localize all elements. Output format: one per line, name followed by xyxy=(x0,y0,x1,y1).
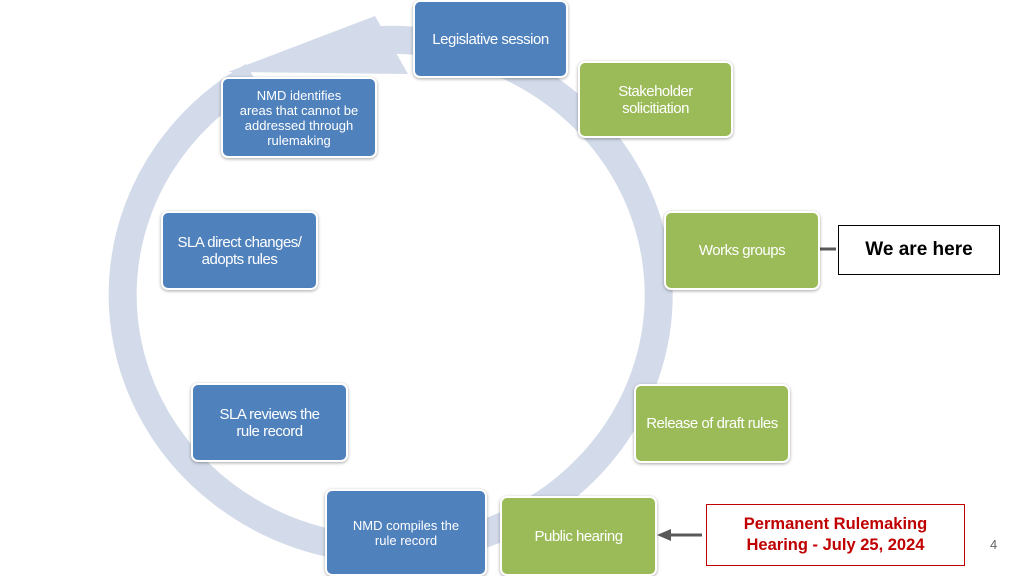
step-label: Legislative session xyxy=(432,30,549,48)
step-sla-reviews-record: SLA reviews the rule record xyxy=(191,383,348,462)
step-sla-adopts-rules: SLA direct changes/ adopts rules xyxy=(161,211,318,290)
cycle-arrowhead xyxy=(228,16,408,74)
hearing-callout-line1: Permanent Rulemaking xyxy=(743,515,928,533)
we-are-here-callout: We are here xyxy=(838,225,1000,275)
step-legislative-session: Legislative session xyxy=(413,0,568,78)
hearing-callout-line2: Hearing - July 25, 2024 xyxy=(746,536,925,554)
page-number: 4 xyxy=(990,537,998,552)
step-nmd-compiles-record: NMD compiles the rule record xyxy=(325,489,487,576)
step-label: Stakeholder solicitiation xyxy=(618,82,693,117)
step-label: SLA direct changes/ adopts rules xyxy=(177,233,302,268)
step-nmd-identifies-areas: NMD identifies areas that cannot be addr… xyxy=(221,77,377,158)
step-stakeholder-solicitation: Stakeholder solicitiation xyxy=(578,61,733,138)
step-release-draft-rules: Release of draft rules xyxy=(634,384,790,463)
step-label: NMD identifies areas that cannot be addr… xyxy=(239,87,359,148)
step-label: Works groups xyxy=(698,242,786,259)
hearing-date-callout: Permanent Rulemaking Hearing - July 25, … xyxy=(706,504,965,566)
step-label: SLA reviews the rule record xyxy=(219,405,320,440)
hearing-pointer xyxy=(657,529,702,541)
we-are-here-text: We are here xyxy=(865,239,973,260)
step-public-hearing: Public hearing xyxy=(500,496,657,576)
step-works-groups: Works groups xyxy=(664,211,820,290)
step-label: NMD compiles the rule record xyxy=(352,517,460,548)
step-label: Public hearing xyxy=(534,527,623,545)
step-label: Release of draft rules xyxy=(646,415,778,432)
